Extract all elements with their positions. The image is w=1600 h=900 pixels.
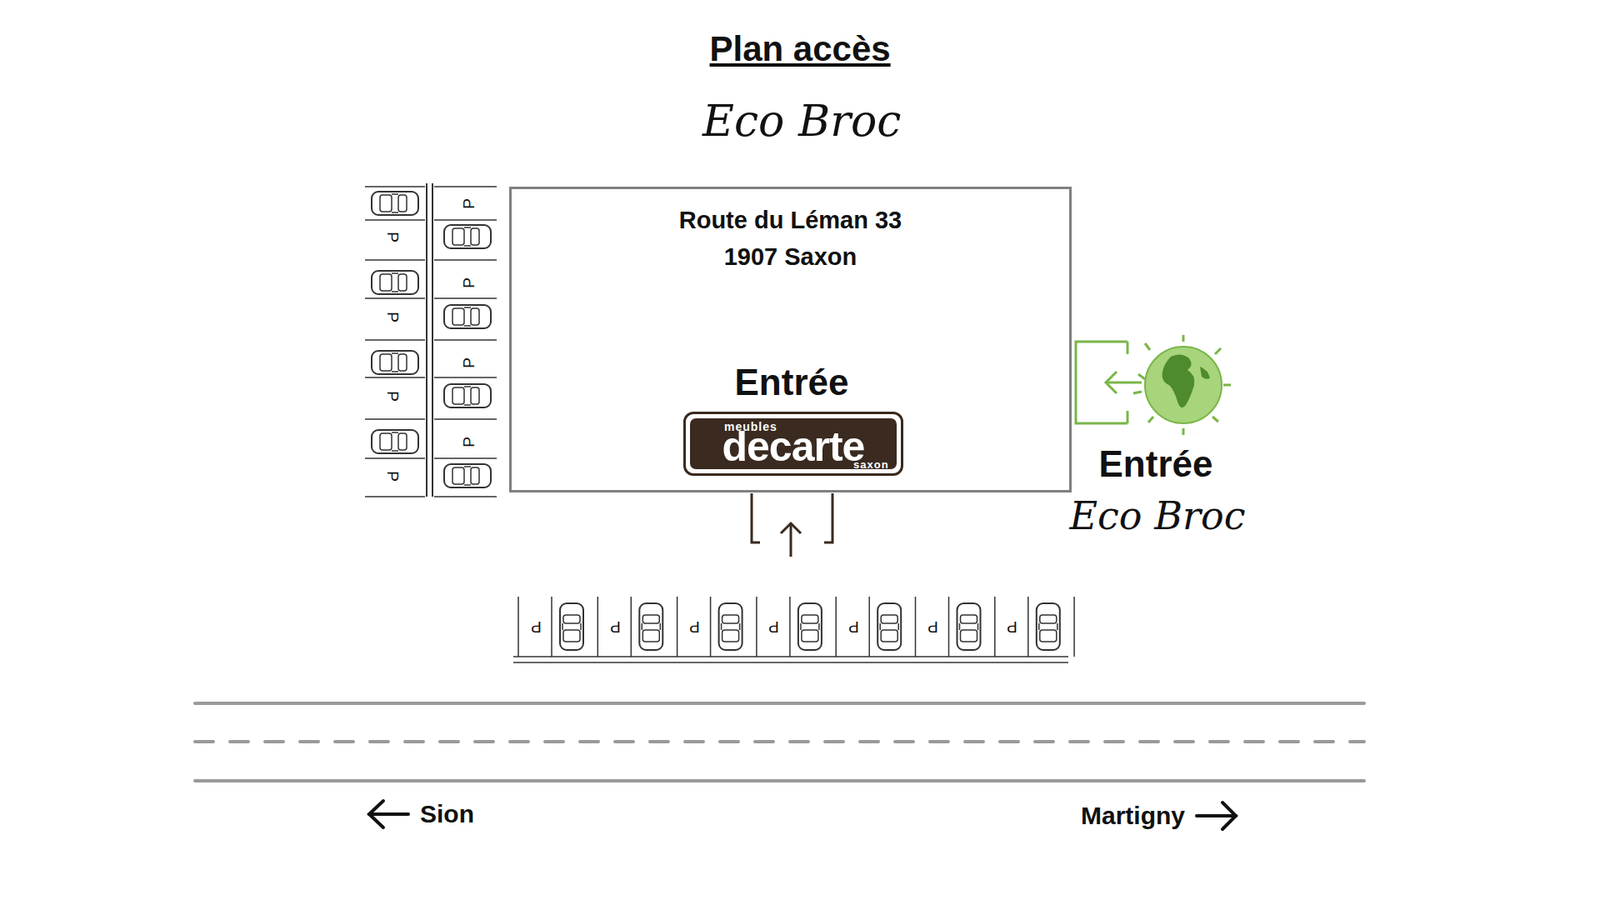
parking-letter: P <box>689 619 700 635</box>
store-logo: meublesdecartesaxon <box>683 411 904 476</box>
entrance-arrow <box>751 493 833 557</box>
left-cars <box>371 191 491 488</box>
eco-entrance-arrow <box>1075 341 1142 424</box>
entrance-label: Entrée <box>1099 443 1214 485</box>
globe-icon <box>1133 335 1231 435</box>
parking-letter: P <box>460 198 476 210</box>
logo-brand: decarte <box>722 425 865 468</box>
logo-text: saxon <box>853 458 890 471</box>
parking-letter: P <box>384 470 400 482</box>
direction-label: Sion <box>420 800 475 829</box>
road <box>195 703 1365 781</box>
parking-letter: P <box>460 436 476 448</box>
direction-label: Martigny <box>1080 801 1185 830</box>
parking-letter: P <box>848 619 860 635</box>
parking-letter: P <box>384 390 400 402</box>
parking-letter: P <box>530 619 542 635</box>
direction-arrows <box>369 800 1236 830</box>
bottom-parking <box>513 596 1075 663</box>
brand-label: Eco Broc <box>1070 493 1246 539</box>
parking-letter: P <box>384 311 400 323</box>
parking-letter: P <box>1006 619 1018 635</box>
store-building: meublesdecartesaxon Route du Léman 33 190… <box>509 186 1072 493</box>
parking-letter: P <box>927 619 939 635</box>
parking-letter: P <box>460 357 476 369</box>
parking-letter: P <box>460 277 476 289</box>
page-title: Plan accès <box>710 29 891 70</box>
address: Route du Léman 33 1907 Saxon <box>657 202 925 275</box>
left-parking <box>365 183 497 497</box>
parking-letter: P <box>384 231 400 243</box>
brand-heading: Eco Broc <box>702 95 901 146</box>
parking-letter: P <box>768 619 780 635</box>
entrance-label: Entrée <box>735 361 850 404</box>
parking-letter: P <box>610 619 621 635</box>
